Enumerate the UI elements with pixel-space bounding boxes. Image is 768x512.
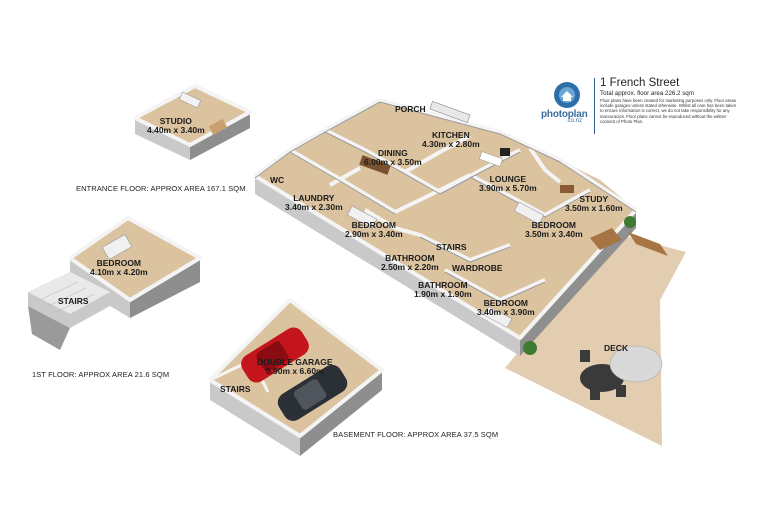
basement-floor-caption: BASEMENT FLOOR: APPROX AREA 37.5 SQM (333, 430, 499, 439)
room-label-bathroom-1: BATHROOM 2.50m x 2.20m (381, 253, 439, 272)
room-label-bedroom-1: BEDROOM 2.90m x 3.40m (345, 220, 403, 239)
room-label-lounge: LOUNGE 3.90m x 5.70m (479, 174, 537, 193)
property-address: 1 French Street (600, 77, 680, 89)
room-label-double-garage: DOUBLE GARAGE 5.90m x 6.60m (257, 357, 333, 376)
room-label-stairs-first: STAIRS (58, 296, 89, 306)
room-label-stairs: STAIRS (436, 242, 467, 252)
logo-text: photoplan (541, 109, 588, 120)
umbrella-icon (609, 345, 663, 383)
first-floor-caption: 1ST FLOOR: APPROX AREA 21.6 SQM (32, 370, 170, 379)
dark-car-icon (277, 364, 348, 421)
room-label-laundry: LAUNDRY 3.40m x 2.30m (285, 193, 343, 212)
first-floor-plan (28, 216, 202, 350)
room-label-wardrobe: WARDROBE (452, 263, 503, 273)
room-label-wc: WC (270, 175, 285, 185)
header-divider (594, 78, 595, 134)
header-branding: photoplan .co.nz 1 French Street Total a… (538, 77, 763, 138)
red-car-icon (241, 327, 309, 383)
entrance-floor-plan (253, 98, 638, 356)
disclaimer-text: Floor plans have been created for market… (600, 98, 737, 124)
total-area: Total approx. floor area 226.2 sqm (600, 90, 694, 97)
room-label-studio: STUDIO 4.40m x 3.40m (147, 116, 205, 135)
room-label-bathroom-2: BATHROOM 1.90m x 1.90m (414, 280, 472, 299)
room-label-porch: PORCH (395, 104, 426, 114)
plant-icon (523, 216, 636, 355)
bench-icon (590, 228, 668, 256)
logo-sub: .co.nz (566, 118, 583, 124)
basement-plan (208, 298, 384, 456)
room-label-stairs-basement: STAIRS (220, 384, 251, 394)
photoplan-logo-icon (554, 82, 580, 108)
room-label-kitchen: KITCHEN 4.30m x 2.80m (422, 130, 480, 149)
room-label-dining: DINING 6.00m x 3.50m (364, 148, 422, 167)
entrance-floor-caption: ENTRANCE FLOOR: APPROX AREA 167.1 SQM (76, 184, 246, 193)
studio-plan (134, 84, 252, 160)
room-label-deck: DECK (604, 343, 629, 353)
room-label-study: STUDY 3.50m x 1.60m (565, 194, 623, 213)
room-label-bedroom-3: BEDROOM 3.40m x 3.90m (477, 298, 535, 317)
room-label-bedroom-2: BEDROOM 3.50m x 3.40m (525, 220, 583, 239)
deck-area (505, 232, 686, 446)
room-label-bedroom-first: BEDROOM 4.10m x 4.20m (90, 258, 148, 277)
